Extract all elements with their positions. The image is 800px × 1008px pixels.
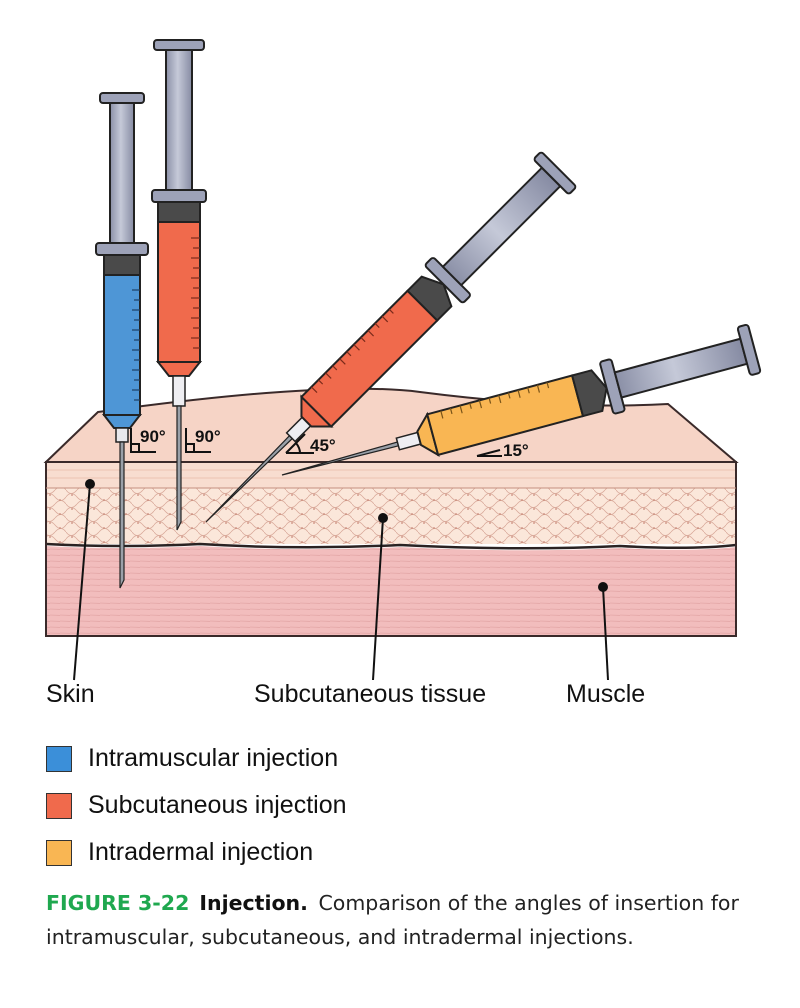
skin-layer xyxy=(46,462,736,488)
skin-label: Skin xyxy=(46,680,95,708)
callout-lines xyxy=(73,479,609,681)
tissue-block xyxy=(43,387,739,637)
angle-marker-subq-angled xyxy=(285,433,314,454)
legend-item-intradermal: Intradermal injection xyxy=(46,829,347,876)
subcutaneous-fluid-vertical xyxy=(157,221,201,363)
legend-label-intradermal: Intradermal injection xyxy=(88,838,314,866)
angle-marker-im xyxy=(130,428,156,453)
angle-marker-subq-vertical xyxy=(185,428,211,453)
intradermal-syringe xyxy=(281,323,762,476)
intramuscular-fluid xyxy=(103,274,141,416)
legend: Intramuscular injection Subcutaneous inj… xyxy=(46,735,347,876)
angle-marker-id xyxy=(476,449,502,457)
legend-swatch-intramuscular xyxy=(46,745,72,772)
legend-label-intramuscular: Intramuscular injection xyxy=(88,744,339,772)
subcutaneous-syringe-angled xyxy=(205,151,577,523)
subcutaneous-layer xyxy=(46,488,736,544)
figure-number: FIGURE 3-22 xyxy=(46,891,190,915)
legend-swatch-intradermal xyxy=(46,839,72,866)
muscle-layer xyxy=(46,546,736,636)
muscle-label: Muscle xyxy=(566,680,646,708)
legend-item-intramuscular: Intramuscular injection xyxy=(46,735,347,782)
angle-label-subq-angled: 45° xyxy=(310,436,336,455)
subcutaneous-syringe-vertical xyxy=(151,39,207,531)
subcutaneous-label: Subcutaneous tissue xyxy=(254,680,487,708)
figure-title: Injection. xyxy=(199,891,308,915)
legend-item-subcutaneous: Subcutaneous injection xyxy=(46,782,347,829)
intramuscular-syringe xyxy=(95,92,149,589)
angle-label-id: 15° xyxy=(503,441,529,460)
angle-label-subq-vertical: 90° xyxy=(195,427,221,446)
legend-swatch-subcutaneous xyxy=(46,792,72,819)
figure-caption: FIGURE 3-22 Injection. Comparison of the … xyxy=(46,886,746,954)
legend-label-subcutaneous: Subcutaneous injection xyxy=(88,791,347,819)
figure-caption-text: Comparison of the angles of insertion fo… xyxy=(46,891,739,949)
angle-label-im: 90° xyxy=(140,427,166,446)
